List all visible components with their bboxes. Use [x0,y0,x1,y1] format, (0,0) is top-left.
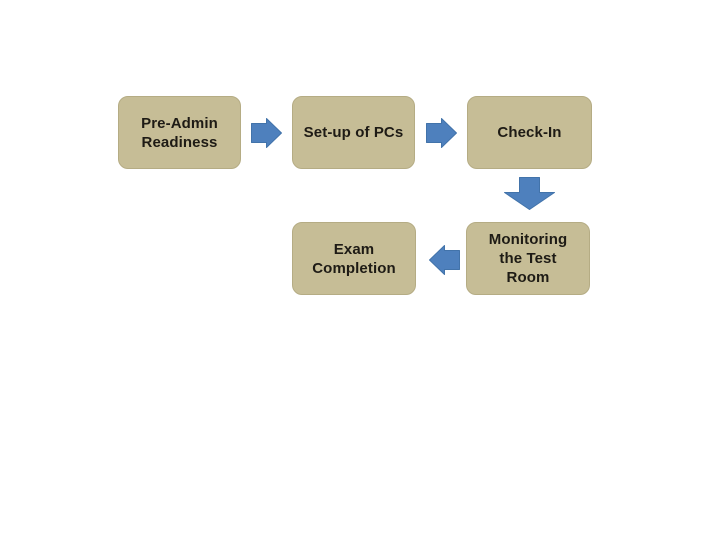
down-arrow-icon [504,177,555,210]
flow-box-exam-completion: Exam Completion [292,222,416,295]
flow-box-set-up-of-pcs: Set-up of PCs [292,96,415,169]
flow-box-label: Check-In [497,124,562,141]
flow-box-monitoring-the-test-room: Monitoring the Test Room [466,222,590,295]
flow-box-label: Exam Completion [312,240,396,277]
flow-box-check-in: Check-In [467,96,592,169]
left-arrow-icon [429,245,460,275]
right-arrow-icon [251,118,282,148]
flow-box-label: Pre-Admin Readiness [141,114,218,151]
flow-box-label: Set-up of PCs [303,124,404,141]
flow-box-label: Monitoring the Test Room [488,231,568,286]
right-arrow-icon [426,118,457,148]
flow-box-pre-admin-readiness: Pre-Admin Readiness [118,96,241,169]
